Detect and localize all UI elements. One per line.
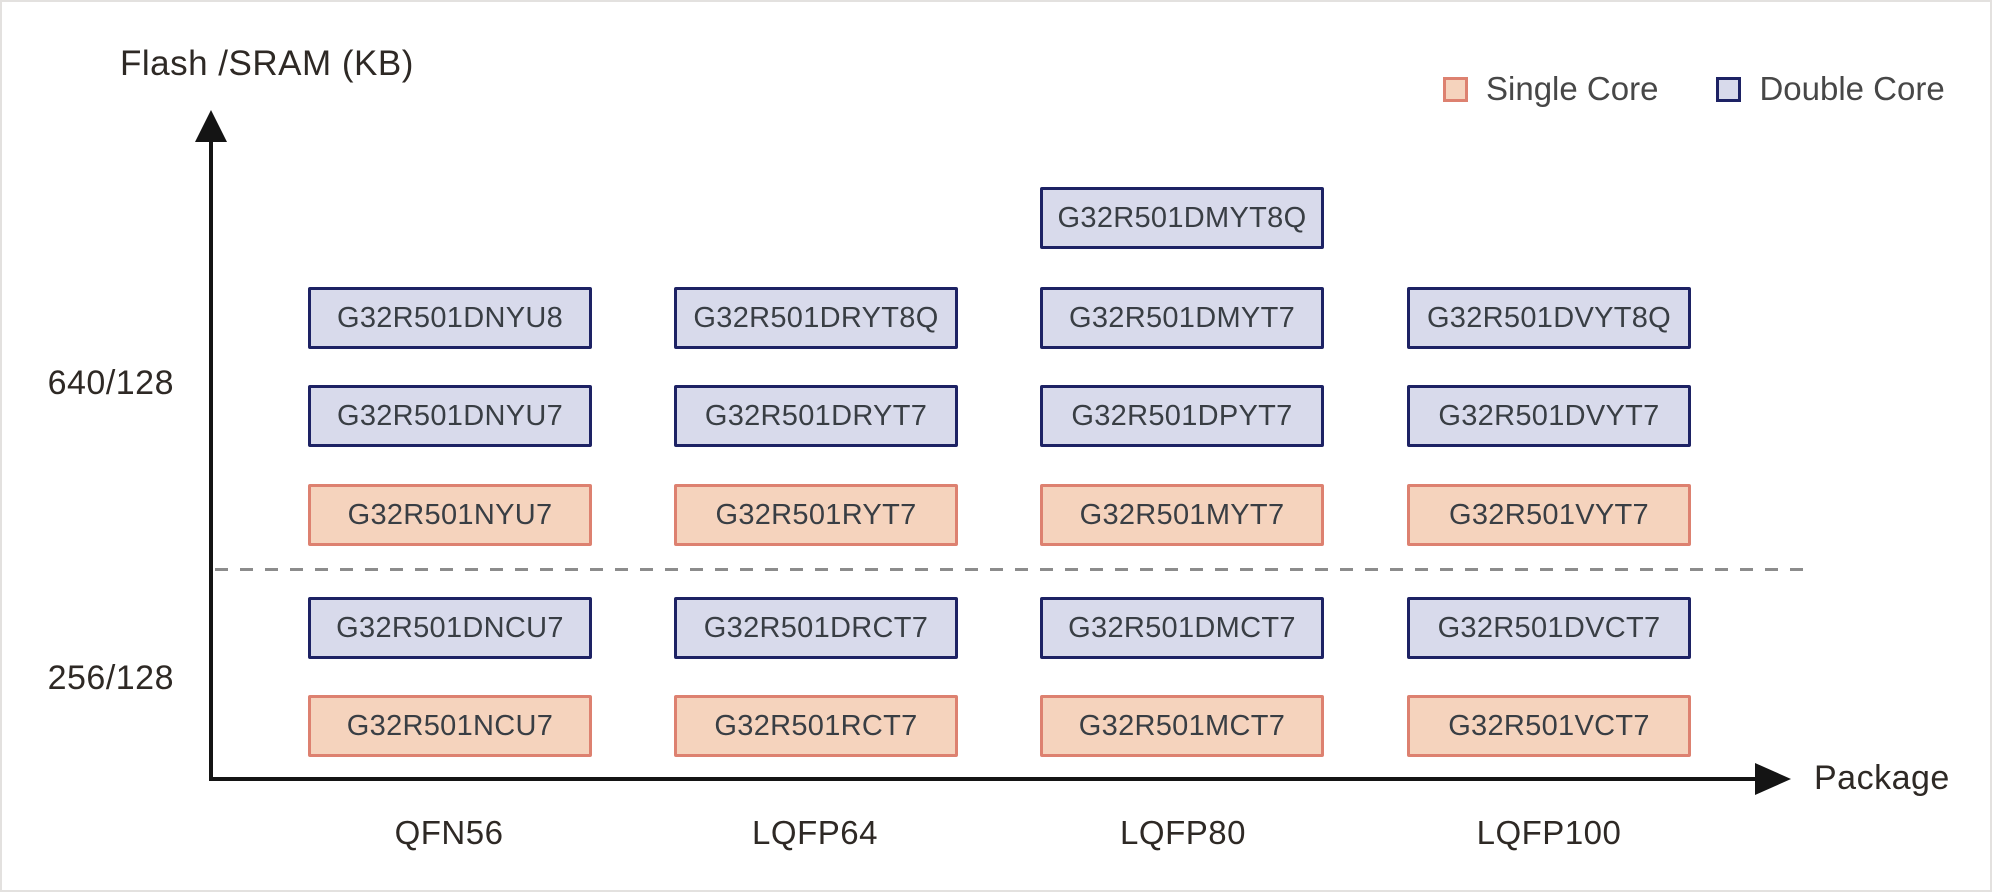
part-box: G32R501DRCT7 xyxy=(674,597,958,659)
part-box: G32R501DPYT7 xyxy=(1040,385,1324,447)
x-axis-title: Package xyxy=(1814,759,1950,797)
part-box: G32R501DRYT8Q xyxy=(674,287,958,349)
legend-label: Double Core xyxy=(1759,70,1945,107)
y-tick-640-128: 640/128 xyxy=(47,364,174,402)
part-box: G32R501VCT7 xyxy=(1407,695,1691,757)
part-box: G32R501NYU7 xyxy=(308,484,592,546)
part-box: G32R501DRYT7 xyxy=(674,385,958,447)
part-box: G32R501RCT7 xyxy=(674,695,958,757)
x-tick-lqfp64: LQFP64 xyxy=(752,814,878,851)
legend-item-double-core: Double Core xyxy=(1716,70,1945,108)
part-box: G32R501DMCT7 xyxy=(1040,597,1324,659)
part-box: G32R501DVCT7 xyxy=(1407,597,1691,659)
part-box: G32R501DNYU8 xyxy=(308,287,592,349)
part-box: G32R501DVYT8Q xyxy=(1407,287,1691,349)
memory-group-dashed-divider xyxy=(215,568,1804,571)
y-axis-line xyxy=(209,136,213,781)
part-box: G32R501VYT7 xyxy=(1407,484,1691,546)
part-box: G32R501NCU7 xyxy=(308,695,592,757)
part-box: G32R501DMYT8Q xyxy=(1040,187,1324,249)
legend: Single Core Double Core xyxy=(1443,70,1945,108)
x-tick-qfn56: QFN56 xyxy=(394,814,504,851)
y-tick-256-128: 256/128 xyxy=(47,659,174,697)
part-box: G32R501MYT7 xyxy=(1040,484,1324,546)
legend-label: Single Core xyxy=(1486,70,1659,107)
single-core-swatch-icon xyxy=(1443,76,1468,102)
x-axis-arrow-icon xyxy=(1755,763,1791,795)
part-box: G32R501DMYT7 xyxy=(1040,287,1324,349)
double-core-swatch-icon xyxy=(1716,76,1742,102)
legend-item-single-core: Single Core xyxy=(1443,70,1658,108)
x-tick-lqfp100: LQFP100 xyxy=(1476,814,1622,851)
y-axis-title: Flash /SRAM (KB) xyxy=(120,44,414,83)
part-box: G32R501RYT7 xyxy=(674,484,958,546)
part-box: G32R501DNCU7 xyxy=(308,597,592,659)
part-box: G32R501DNYU7 xyxy=(308,385,592,447)
x-axis-line xyxy=(209,777,1757,781)
part-box: G32R501MCT7 xyxy=(1040,695,1324,757)
x-tick-lqfp80: LQFP80 xyxy=(1120,814,1246,851)
part-box: G32R501DVYT7 xyxy=(1407,385,1691,447)
